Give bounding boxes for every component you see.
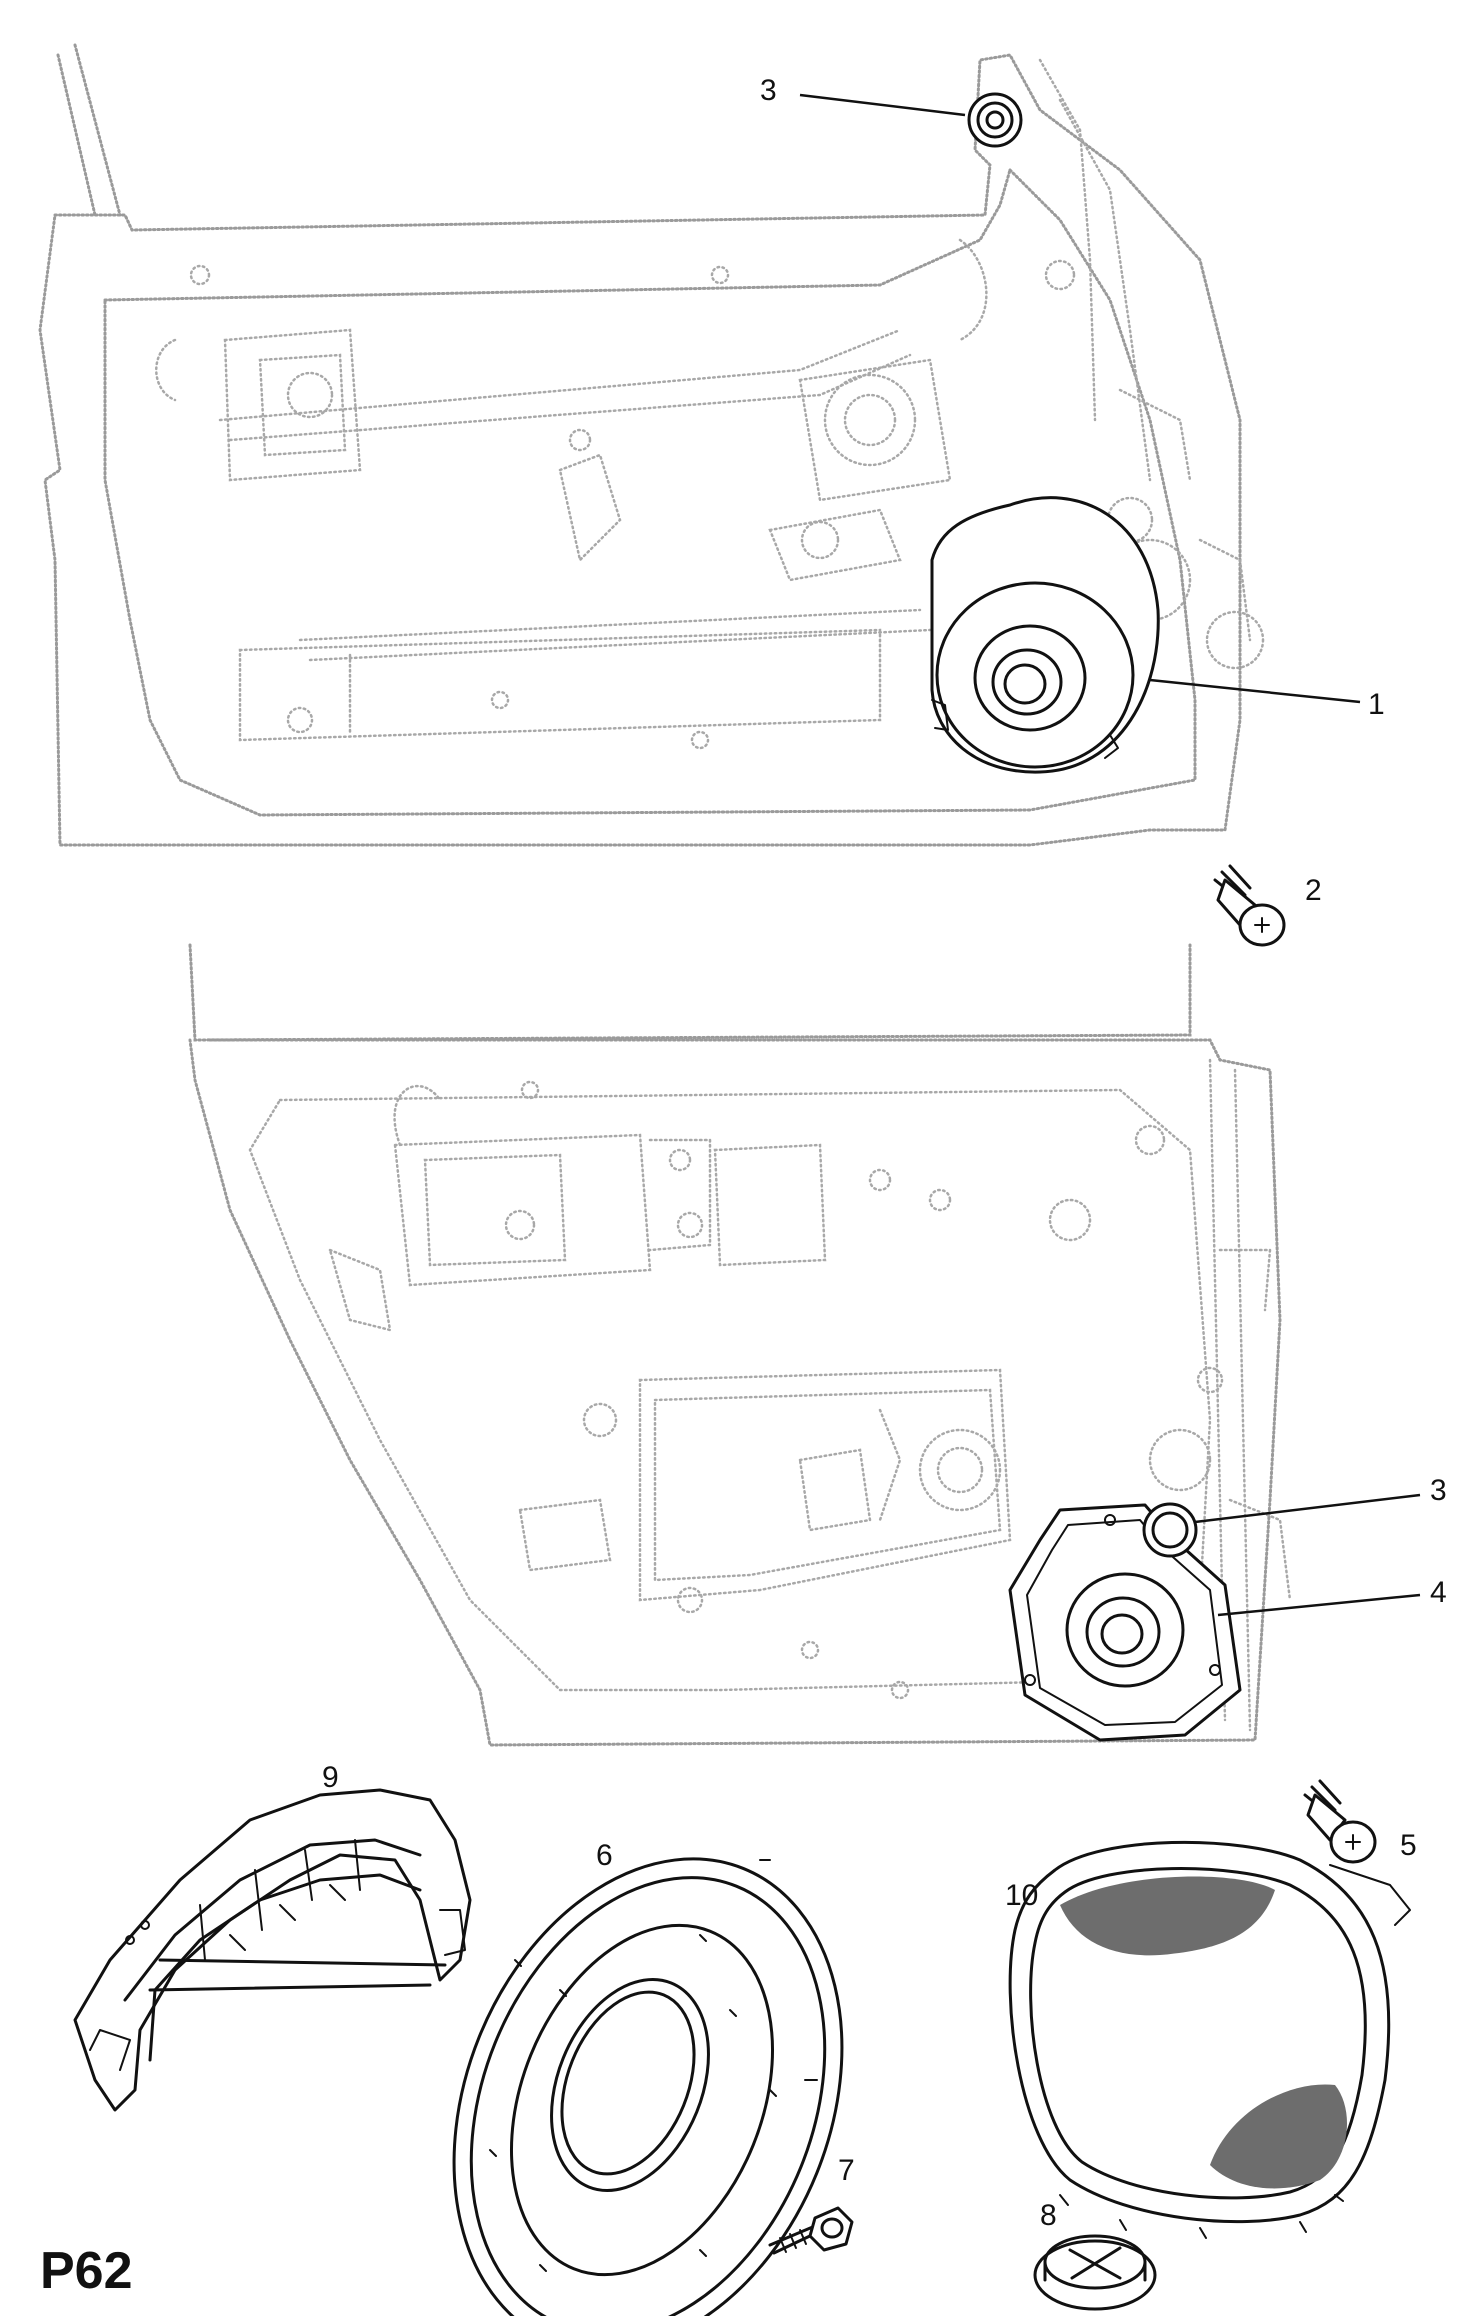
speaker-large	[452, 1857, 844, 2316]
callout-4: 4	[1430, 1576, 1447, 1609]
speaker-bracket	[73, 1788, 472, 2112]
screw-5	[1303, 1779, 1377, 1864]
leader-lines	[799, 93, 1421, 1617]
callout-9: 9	[322, 1761, 339, 1794]
grille-mesh-bottom	[1210, 2084, 1347, 2189]
screw-small	[768, 2206, 854, 2255]
callout-2: 2	[1305, 874, 1322, 907]
callout-3-rear: 3	[1430, 1474, 1447, 1507]
front-speaker	[930, 496, 1160, 774]
callout-7: 7	[838, 2154, 855, 2187]
callout-10: 10	[1005, 1879, 1038, 1912]
callout-6: 6	[596, 1839, 613, 1872]
callout-5: 5	[1400, 1829, 1417, 1862]
grommet	[967, 92, 1023, 148]
rear-speaker	[1008, 1503, 1242, 1742]
page-code: P62	[40, 2242, 133, 2300]
clip	[1033, 2234, 1157, 2311]
screw	[1213, 864, 1286, 947]
callout-labels: 1 2 3 3 4 5 6 7 8 9 10	[322, 74, 1447, 2232]
callout-1: 1	[1368, 688, 1385, 721]
grommet-rear	[1142, 1502, 1198, 1558]
grille-mesh-top	[1060, 1876, 1275, 1956]
callout-3-top: 3	[760, 74, 777, 107]
speaker-grille	[1008, 1840, 1411, 2239]
callout-8: 8	[1040, 2199, 1057, 2232]
